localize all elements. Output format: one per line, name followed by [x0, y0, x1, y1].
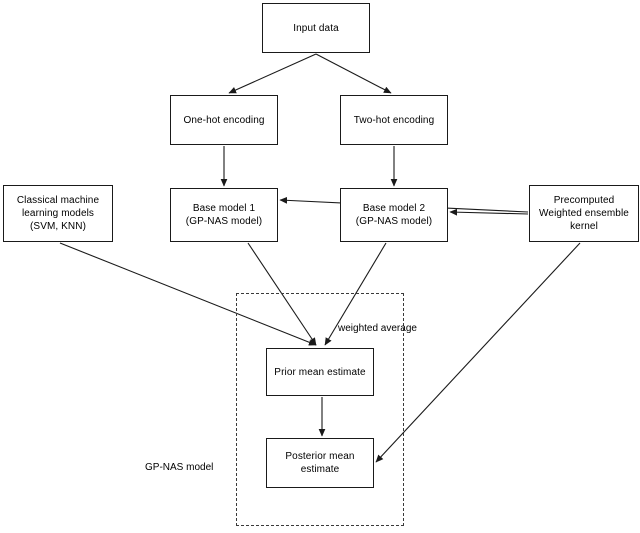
node-classical-line2: learning models [21, 208, 95, 219]
node-classical-machine-learning-models[interactable]: Classical machine learning models (SVM, … [3, 185, 113, 242]
node-classical-line3: (SVM, KNN) [30, 221, 86, 232]
node-one-hot-encoding[interactable]: One-hot encoding [170, 95, 278, 145]
node-two-hot-encoding-label: Two-hot encoding [353, 114, 435, 126]
node-base-model-1-sublabel: (GP-NAS model) [185, 216, 263, 227]
edge-input-to-one-hot [228, 53, 317, 94]
group-label-gpnas-model: GP-NAS model [145, 462, 214, 473]
node-kernel-line1: Precomputed [553, 195, 615, 206]
node-base-model-1[interactable]: Base model 1 (GP-NAS model) [170, 188, 278, 242]
group-box-gpnas-model [236, 293, 404, 526]
node-base-model-1-label: Base model 1 [192, 203, 256, 214]
node-input-data-label: Input data [293, 22, 339, 34]
node-kernel-line2: Weighted ensemble [539, 208, 629, 219]
edge-kernel-to-base2 [449, 208, 529, 216]
node-base-model-2[interactable]: Base model 2 (GP-NAS model) [340, 188, 448, 242]
node-prior-mean-estimate[interactable]: Prior mean estimate [266, 348, 374, 396]
node-two-hot-encoding[interactable]: Two-hot encoding [340, 95, 448, 145]
edge-label-weighted-average: weighted average [338, 323, 417, 334]
edge-kernel-to-posterior [375, 242, 581, 463]
node-posterior-mean-estimate-label: Posterior mean [285, 451, 355, 462]
node-posterior-mean-estimate[interactable]: Posterior mean estimate [266, 438, 374, 488]
node-kernel-line3: kernel [570, 221, 598, 232]
node-input-data[interactable]: Input data [262, 3, 370, 53]
edge-input-to-two-hot [315, 53, 392, 94]
node-prior-mean-estimate-label: Prior mean estimate [274, 366, 366, 378]
node-base-model-2-sublabel: (GP-NAS model) [355, 216, 433, 227]
node-posterior-mean-estimate-sublabel: estimate [300, 464, 340, 475]
node-one-hot-encoding-label: One-hot encoding [183, 114, 265, 126]
node-base-model-2-label: Base model 2 [362, 203, 426, 214]
node-precomputed-weighted-ensemble-kernel[interactable]: Precomputed Weighted ensemble kernel [529, 185, 639, 242]
node-classical-line1: Classical machine [16, 195, 100, 206]
